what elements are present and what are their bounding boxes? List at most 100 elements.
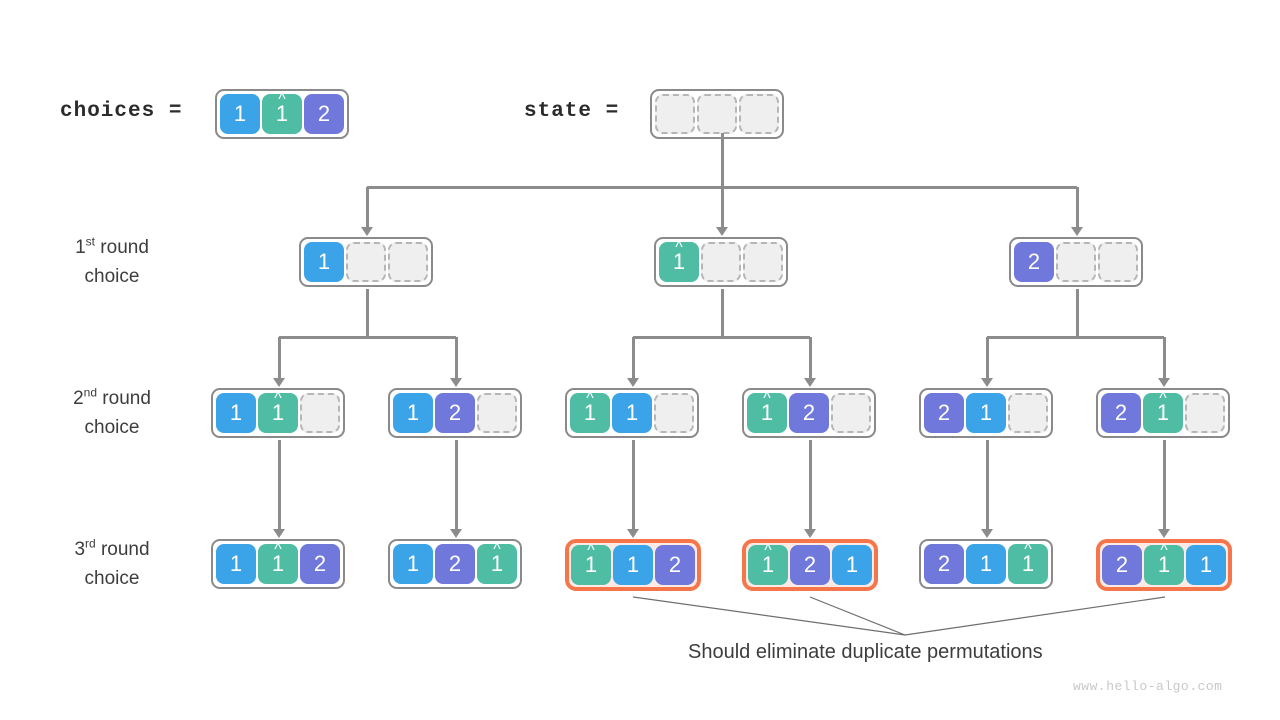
connector-down-round-2-5 — [985, 337, 989, 379]
connector-trunk-round-2-2 — [720, 289, 724, 337]
row2-ordinal-rest: round — [97, 388, 151, 409]
state-array — [650, 89, 784, 139]
array-cell-1-hat: ^1 — [570, 391, 610, 433]
array-cell-1-hat: ^1 — [1008, 542, 1048, 584]
array-cell-value: 1 — [760, 400, 774, 425]
row-label-round-1: 1st round choice — [27, 233, 197, 291]
array-cell-value: 1 — [490, 551, 504, 576]
array-cell-value: 2 — [668, 552, 682, 577]
row2-label-line2: choice — [84, 417, 140, 438]
duplicate-marker-glyph: ^1 — [1157, 391, 1169, 424]
array-cell-1: 1 — [393, 393, 433, 433]
array-cell-value: 1 — [583, 400, 597, 425]
array-cell-value: 2 — [803, 552, 817, 577]
array-cell-value: 1 — [845, 552, 859, 577]
array-cell-value: 1 — [1199, 552, 1213, 577]
array-cell-value: 1 — [229, 400, 243, 425]
array-cell-value: 1 — [979, 400, 993, 425]
array-cell-value: 1 — [626, 552, 640, 577]
array-cell-2: 2 — [435, 544, 475, 584]
array-cell-1: 1 — [393, 544, 433, 584]
arrow-head-round-1-3 — [1071, 227, 1083, 236]
array-cell-empty — [831, 393, 871, 433]
array-cell-1-hat: ^1 — [262, 92, 302, 134]
arrow-head-round-2-4 — [804, 378, 816, 387]
array-cell-2: 2 — [655, 545, 695, 585]
duplicate-marker-glyph: ^1 — [672, 240, 686, 274]
array-cell-1-hat: ^1 — [748, 543, 788, 585]
array-cell-1-hat: ^1 — [477, 541, 517, 584]
array-cell-1-hat: ^1 — [659, 240, 699, 282]
array-cell-2: 2 — [1102, 545, 1142, 585]
duplicate-permutation-caption: Should eliminate duplicate permutations — [688, 641, 1043, 663]
connector-down-round-2-6 — [1162, 337, 1166, 379]
array-cell-value: 1 — [229, 551, 243, 576]
caret-icon: ^ — [587, 542, 595, 559]
array-cell-1-hat: ^1 — [747, 391, 787, 433]
array-cell-empty — [346, 242, 386, 282]
array-cell-value: 1 — [317, 249, 331, 274]
array-cell-value: 2 — [1115, 552, 1129, 577]
caret-icon: ^ — [274, 541, 282, 558]
connector-down-round-3-3 — [631, 440, 635, 530]
arrow-head-round-3-5 — [981, 529, 993, 538]
site-watermark: www.hello-algo.com — [1073, 679, 1223, 694]
row3-ordinal-suffix: rd — [85, 536, 96, 551]
array-cell-value: 1 — [233, 101, 247, 126]
connector-trunk-round-2-3 — [1075, 289, 1079, 337]
caret-icon: ^ — [675, 239, 683, 256]
array-cell-empty — [388, 242, 428, 282]
array-cell-2: 2 — [924, 393, 964, 433]
array-cell-1: 1 — [613, 545, 653, 585]
arrow-head-round-2-3 — [627, 378, 639, 387]
caret-icon: ^ — [493, 541, 501, 558]
array-cell-value: 2 — [937, 400, 951, 425]
connector-down-round-2-4 — [808, 337, 812, 379]
array-cell-value: 1 — [584, 552, 598, 577]
duplicate-marker-glyph: ^1 — [762, 543, 774, 576]
array-cell-value: 1 — [406, 551, 420, 576]
array-cell-2: 2 — [300, 544, 340, 584]
connector-down-round-1-3 — [1075, 187, 1079, 228]
array-cell-value: 1 — [1157, 552, 1171, 577]
array-cell-value: 2 — [802, 400, 816, 425]
row1-label-line2: choice — [84, 266, 140, 287]
array-cell-value: 1 — [672, 249, 686, 274]
array-cell-1-hat: ^1 — [258, 541, 298, 584]
array-cell-2: 2 — [304, 94, 344, 134]
array-cell-1: 1 — [304, 242, 344, 282]
connector-down-round-2-2 — [454, 337, 458, 379]
caret-icon: ^ — [1159, 390, 1167, 407]
array-cell-value: 2 — [448, 551, 462, 576]
duplicate-marker-glyph: ^1 — [583, 391, 597, 425]
connector-bar-round-2-3 — [987, 335, 1164, 339]
array-cell-2: 2 — [1101, 393, 1141, 433]
array-cell-empty — [654, 393, 694, 433]
array-cell-empty — [1008, 393, 1048, 433]
tree-node-round-2-1: 1 ^1 — [211, 388, 345, 438]
array-cell-2: 2 — [435, 393, 475, 433]
arrow-head-round-3-4 — [804, 529, 816, 538]
duplicate-marker-glyph: ^1 — [272, 391, 284, 424]
connector-down-round-3-5 — [985, 440, 989, 530]
array-cell-value: 1 — [1021, 551, 1035, 576]
row3-label-line2: choice — [84, 568, 140, 589]
array-cell-1-hat: ^1 — [258, 391, 298, 433]
connector-bar-round-2-2 — [633, 335, 810, 339]
array-cell-empty — [655, 94, 695, 134]
duplicate-marker-glyph: ^1 — [1021, 542, 1035, 576]
arrow-head-round-2-2 — [450, 378, 462, 387]
array-cell-1: 1 — [216, 393, 256, 433]
caret-icon: ^ — [586, 390, 594, 407]
row-label-round-3: 3rd round choice — [27, 535, 197, 593]
array-cell-empty — [477, 393, 517, 433]
arrow-head-round-3-3 — [627, 529, 639, 538]
arrow-head-round-2-5 — [981, 378, 993, 387]
caret-icon: ^ — [764, 542, 772, 559]
connector-down-round-2-1 — [277, 337, 281, 379]
duplicate-marker-glyph: ^1 — [760, 391, 774, 425]
